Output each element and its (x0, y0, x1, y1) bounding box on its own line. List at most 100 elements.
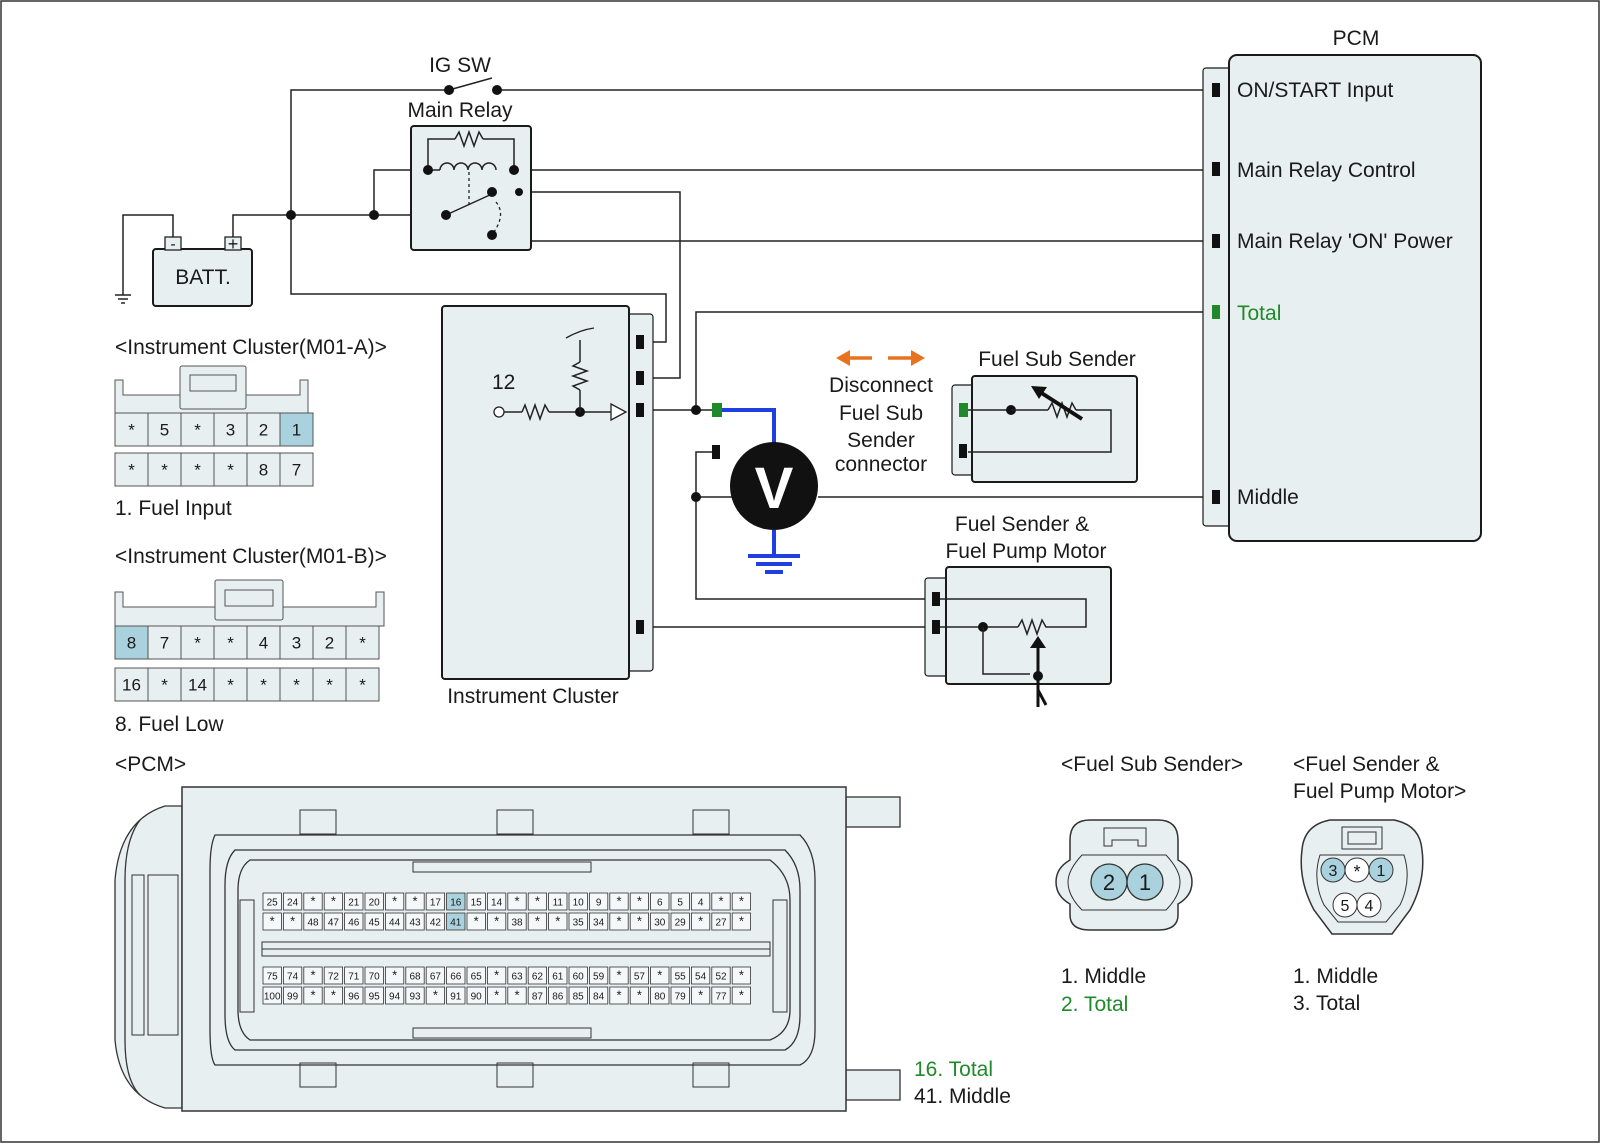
pcm-pin-label: 63 (511, 972, 523, 983)
pcm-pin-cell (731, 912, 752, 931)
pcm-pin-label: 86 (552, 992, 564, 1003)
pump-connector: <Fuel Sender & Fuel Pump Motor> 3 * 1 5 … (1293, 753, 1466, 1015)
pin-cell (180, 412, 215, 447)
pin-label: 3 (292, 634, 301, 653)
pin-cell (246, 625, 281, 660)
pcm-pin-cell (691, 966, 711, 985)
pcm-pin-cell (262, 892, 282, 911)
pcm-pin-cell (568, 912, 588, 931)
pcm-pin-label: 42 (430, 918, 442, 929)
pcm-pin-label: * (616, 968, 621, 983)
pcm-pin-label: 95 (369, 992, 381, 1003)
pcm-pin-label: 17 (430, 898, 442, 909)
pin-cell (279, 667, 314, 702)
pcm-pin-cell (711, 986, 731, 1005)
pcm-pin-label: * (616, 988, 621, 1003)
fuel-sub-sender: Fuel Sub Sender (951, 348, 1138, 483)
sub-sender-connector: <Fuel Sub Sender> 2 1 1. Middle 2. Total (1055, 753, 1243, 1016)
pcm-pin-cell (282, 986, 303, 1005)
pcm-pin-cell (364, 912, 384, 931)
pin-label: 2 (259, 421, 268, 440)
pin-label: * (227, 676, 234, 695)
pcm-pin-label: * (514, 894, 519, 909)
pcm-pin-cell (507, 986, 527, 1005)
cluster-b-title: <Instrument Cluster(M01-B)> (115, 545, 387, 568)
pcm-pin-label: 24 (287, 898, 299, 909)
pcm-pin-label: * (392, 894, 397, 909)
pin-label: * (128, 421, 135, 440)
pcm-pin-label: * (555, 914, 560, 929)
pin-cell (114, 667, 149, 702)
pin-cell (345, 625, 380, 660)
pcm-pin-label: * (698, 914, 703, 929)
pin-label: 7 (292, 461, 301, 480)
pin-label: 8 (127, 634, 136, 653)
pcm-pin-cell (650, 986, 670, 1005)
pcm-pin-cell (446, 912, 466, 931)
pcm-pin-cell (323, 892, 344, 911)
disconnect-line-3: Sender (847, 429, 915, 452)
pcm-pin-label: 52 (715, 972, 727, 983)
pcm-pin-label: 45 (369, 918, 381, 929)
pcm-pin-label: 46 (348, 918, 360, 929)
pump-note-total: 3. Total (1293, 992, 1360, 1015)
pcm-pin-label: 66 (450, 972, 462, 983)
pcm-pin-cell (609, 912, 629, 931)
pcm-pin-cell (282, 966, 303, 985)
pcm-pin-label: 79 (675, 992, 687, 1003)
pin-label: 5 (160, 421, 169, 440)
pcm-pin-label: * (535, 894, 540, 909)
pcm-pin-label: 10 (573, 898, 585, 909)
pin-label: 7 (160, 634, 169, 653)
pcm-pin-label: * (637, 914, 642, 929)
pcm-pin-cell (711, 966, 731, 985)
pcm-pin-label: 41 (450, 918, 462, 929)
pin-label: 1 (292, 421, 301, 440)
pcm-pin-label: 94 (389, 992, 401, 1003)
pin-label: 16 (122, 676, 141, 695)
pcm-terminal-main-relay-on-power: Main Relay 'ON' Power (1237, 230, 1453, 253)
cluster-a-title: <Instrument Cluster(M01-A)> (115, 336, 387, 359)
pcm-pin-label: 14 (491, 898, 503, 909)
pcm-pin-cell (384, 912, 405, 931)
pcm-pin-label: * (412, 894, 417, 909)
pcm-pin-label: 57 (634, 972, 646, 983)
pcm-pin-label: * (494, 988, 499, 1003)
pcm-pin-cell (629, 892, 650, 911)
pcm-pin-cell (629, 966, 650, 985)
pcm-pin-label: * (331, 988, 336, 1003)
pump-connector-title-2: Fuel Pump Motor> (1293, 780, 1466, 803)
fuel-sender-label-2: Fuel Pump Motor (945, 540, 1106, 563)
pcm-pin-label: 70 (369, 972, 381, 983)
pin-label: 4 (259, 634, 268, 653)
pcm-pin-label: 25 (267, 898, 279, 909)
battery-label: BATT. (175, 266, 231, 289)
pump-pin-4: 4 (1365, 898, 1374, 915)
pcm-pin-label: * (331, 894, 336, 909)
pcm-pin-label: * (290, 914, 295, 929)
pcm-pin-label: * (637, 988, 642, 1003)
pcm-pin-cell (364, 986, 384, 1005)
pin-label: * (359, 676, 366, 695)
pcm-pin-label: * (739, 914, 744, 929)
pcm-pin-label: 72 (328, 972, 340, 983)
pin-cell (114, 412, 149, 447)
sub-sender-pin-1: 1 (1139, 870, 1151, 895)
pin-cell (147, 667, 182, 702)
battery: - + BATT. (152, 234, 253, 307)
pcm-pin-cell (446, 986, 466, 1005)
pcm-pin-cell (650, 892, 670, 911)
pcm-pin-label: 60 (573, 972, 585, 983)
pin-label: 8 (259, 461, 268, 480)
pcm-pin-label: 38 (511, 918, 523, 929)
disconnect-line-1: Disconnect (829, 374, 933, 397)
pcm-pin-label: 90 (471, 992, 483, 1003)
pcm-pin-cell (691, 892, 711, 911)
pcm-pin-label: 34 (593, 918, 605, 929)
pin-label: * (161, 461, 168, 480)
pcm-pin-cell (629, 986, 650, 1005)
cluster-b-note: 8. Fuel Low (115, 713, 224, 736)
pin-cell (114, 625, 149, 660)
